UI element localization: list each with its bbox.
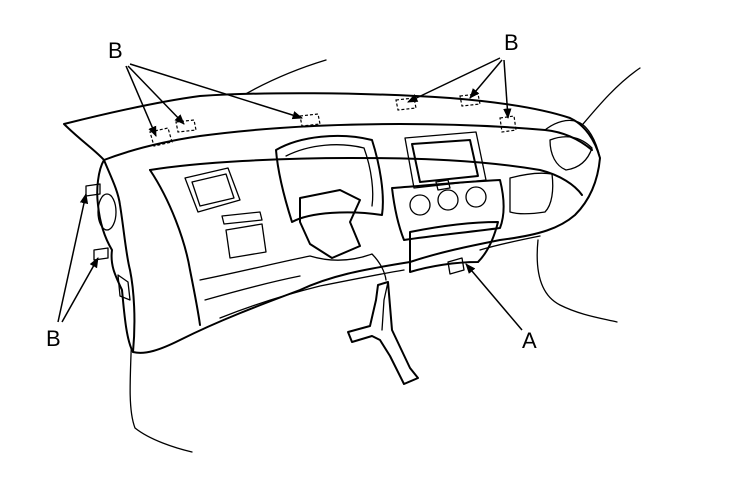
lower-trim-3 xyxy=(479,235,541,251)
callout-b-left: B xyxy=(46,326,61,351)
instrument-hood xyxy=(275,134,384,223)
cabin-outline-right-lower xyxy=(536,239,618,323)
fastener-b-top-left-1 xyxy=(149,127,173,147)
center-display xyxy=(411,139,479,183)
callout-a-right: A xyxy=(522,328,537,353)
fastener-b-top-right-3 xyxy=(499,115,517,133)
leader-b-tr-1 xyxy=(407,57,501,103)
driver-left-vent xyxy=(184,167,241,213)
left-switch-row xyxy=(221,211,263,225)
glove-box xyxy=(409,221,499,273)
fastener-b-top-mid xyxy=(299,113,321,127)
knee-bolster xyxy=(199,253,387,281)
driver-left-vent-inner xyxy=(191,173,235,207)
steering-column-opening xyxy=(299,189,361,259)
left-switch-panel xyxy=(225,223,267,259)
left-lower-bracket xyxy=(117,274,131,301)
callout-b-top-right: B xyxy=(504,30,519,55)
fastener-b-top-left-2 xyxy=(175,119,197,133)
lower-trim-2 xyxy=(219,269,405,319)
left-side-vent xyxy=(97,193,117,231)
hvac-knob-mid xyxy=(437,189,459,211)
center-support-bracket-edge xyxy=(381,281,389,331)
hazard-switch xyxy=(435,179,451,191)
leader-a xyxy=(465,263,523,331)
leader-b-left-1 xyxy=(57,192,89,323)
leader-b-tl-2 xyxy=(127,65,185,125)
dashboard-outline xyxy=(63,92,601,354)
instrument-hood-inner xyxy=(285,144,374,207)
callout-b-top-left: B xyxy=(108,38,123,63)
leader-b-tr-2 xyxy=(469,59,503,99)
leader-b-tr-3 xyxy=(503,59,512,120)
cabin-outline-right xyxy=(577,67,641,131)
fastener-b-left-lower xyxy=(93,247,109,261)
center-console xyxy=(391,179,505,241)
left-side-panel xyxy=(103,159,136,353)
front-face-lower xyxy=(149,157,583,196)
hvac-knob-left xyxy=(409,194,431,216)
passenger-vent xyxy=(509,172,554,215)
leader-b-left-2 xyxy=(61,257,99,323)
right-end-cap xyxy=(544,119,601,159)
lower-trim-1 xyxy=(204,275,301,301)
center-support-bracket xyxy=(347,281,419,385)
leader-b-tl-3 xyxy=(129,63,304,120)
front-face-line xyxy=(149,169,201,326)
fastener-a xyxy=(447,257,465,275)
leader-b-tl-1 xyxy=(125,65,157,137)
fastener-b-left-upper xyxy=(85,183,101,197)
right-vent xyxy=(549,136,593,171)
hvac-knob-right xyxy=(465,186,487,208)
